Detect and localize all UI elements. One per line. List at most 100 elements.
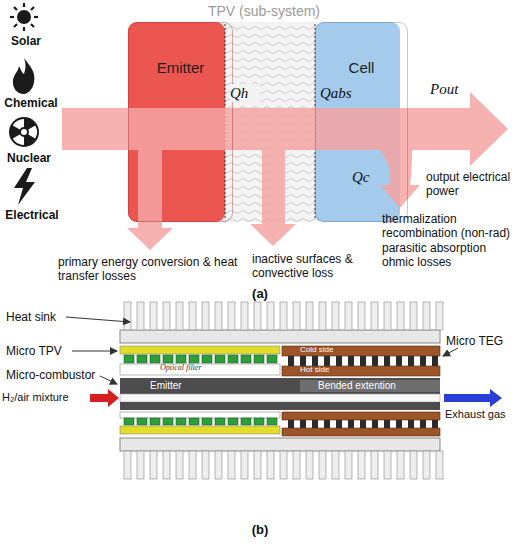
- repeat-stroke: [215, 451, 222, 479]
- repeat-stroke: [254, 355, 264, 363]
- repeat-stroke: [150, 355, 160, 363]
- repeat-stroke: [371, 451, 378, 479]
- lightning-icon: [14, 168, 35, 205]
- repeat-stroke: [384, 451, 391, 479]
- combustor-channel: [120, 394, 440, 402]
- repeat-stroke: [241, 302, 248, 330]
- block-label: Cell: [316, 59, 407, 77]
- repeat-stroke: [408, 420, 414, 428]
- repeat-stroke: [176, 355, 186, 363]
- repeat-stroke: [288, 420, 294, 428]
- tpv-cells: [124, 355, 277, 363]
- repeat-stroke: [423, 302, 430, 330]
- loss-note: thermalization recombination (non-rad) p…: [382, 212, 516, 270]
- repeat-stroke: [137, 418, 147, 425]
- layer-label: Emitter: [150, 380, 230, 391]
- repeat-stroke: [372, 420, 378, 428]
- emitter-wall: [120, 378, 440, 394]
- repeat-stroke: [332, 451, 339, 479]
- repeat-stroke: [176, 302, 183, 330]
- flow-label: H₂/air mixture: [2, 391, 88, 404]
- repeat-stroke: [267, 302, 274, 330]
- repeat-stroke: [360, 420, 366, 428]
- repeat-stroke: [254, 451, 261, 479]
- repeat-stroke: [384, 356, 390, 366]
- repeat-stroke: [215, 302, 222, 330]
- leader-line: [72, 351, 117, 352]
- repeat-stroke: [336, 356, 342, 366]
- repeat-stroke: [300, 356, 306, 366]
- flow-symbol: Qabs: [320, 84, 364, 102]
- repeat-stroke: [189, 302, 196, 330]
- repeat-stroke: [150, 418, 160, 425]
- repeat-stroke: [241, 418, 251, 425]
- layer-label: Cold side: [300, 346, 380, 355]
- tpv-cells: [124, 418, 277, 425]
- repeat-stroke: [312, 420, 318, 428]
- repeat-stroke: [420, 356, 426, 366]
- teg-cold-plate: [282, 428, 440, 436]
- group-title: TPV (sub-system): [128, 3, 400, 20]
- repeat-stroke: [345, 451, 352, 479]
- repeat-stroke: [267, 355, 277, 363]
- repeat-stroke: [306, 302, 313, 330]
- source-label: Nuclear: [0, 151, 58, 165]
- repeat-stroke: [345, 302, 352, 330]
- repeat-stroke: [267, 418, 277, 425]
- source-label: Solar: [2, 34, 50, 48]
- teg-hot-plate: [282, 412, 440, 420]
- repeat-stroke: [280, 451, 287, 479]
- tpv-yellow-layer: [120, 346, 280, 354]
- heat-sink: [120, 302, 443, 343]
- repeat-stroke: [137, 302, 144, 330]
- exhaust-arrow: [444, 389, 502, 407]
- layer-label: Hot side: [300, 366, 380, 375]
- repeat-stroke: [202, 418, 212, 425]
- repeat-stroke: [408, 356, 414, 366]
- repeat-stroke: [189, 418, 199, 425]
- repeat-stroke: [324, 356, 330, 366]
- repeat-stroke: [176, 418, 186, 425]
- repeat-stroke: [228, 302, 235, 330]
- leader-line: [66, 317, 130, 322]
- repeat-stroke: [137, 451, 144, 479]
- repeat-stroke: [358, 302, 365, 330]
- flow-symbol: Qc: [352, 168, 378, 186]
- repeat-stroke: [163, 302, 170, 330]
- emitter-wall: [120, 402, 440, 410]
- repeat-stroke: [312, 356, 318, 366]
- flow-symbol: Pout: [430, 80, 470, 98]
- bended-extension: [300, 380, 440, 392]
- repeat-stroke: [384, 302, 391, 330]
- repeat-stroke: [332, 302, 339, 330]
- repeat-stroke: [254, 418, 264, 425]
- repeat-stroke: [202, 451, 209, 479]
- repeat-stroke: [215, 418, 225, 425]
- repeat-stroke: [396, 356, 402, 366]
- part-label: Micro TEG: [446, 334, 516, 348]
- repeat-stroke: [124, 451, 131, 479]
- block-label: Emitter: [129, 59, 232, 77]
- repeat-stroke: [202, 302, 209, 330]
- loss-note: inactive surfaces & convective loss: [252, 252, 374, 281]
- teg-hot-plate: [282, 366, 440, 376]
- flow-label: Exhaust gas: [445, 408, 517, 421]
- repeat-stroke: [228, 418, 238, 425]
- leader-line: [100, 376, 117, 384]
- repeat-stroke: [410, 302, 417, 330]
- repeat-stroke: [189, 355, 199, 363]
- layer-label: Bended extention: [318, 380, 436, 391]
- repeat-stroke: [202, 355, 212, 363]
- repeat-stroke: [280, 302, 287, 330]
- repeat-stroke: [176, 451, 183, 479]
- repeat-stroke: [319, 302, 326, 330]
- panel-label: (a): [240, 286, 280, 302]
- repeat-stroke: [293, 451, 300, 479]
- repeat-stroke: [420, 420, 426, 428]
- repeat-stroke: [163, 418, 173, 425]
- repeat-stroke: [396, 420, 402, 428]
- source-label: Chemical: [0, 96, 62, 110]
- teg-legs: [288, 420, 438, 428]
- repeat-stroke: [241, 355, 251, 363]
- repeat-stroke: [288, 356, 294, 366]
